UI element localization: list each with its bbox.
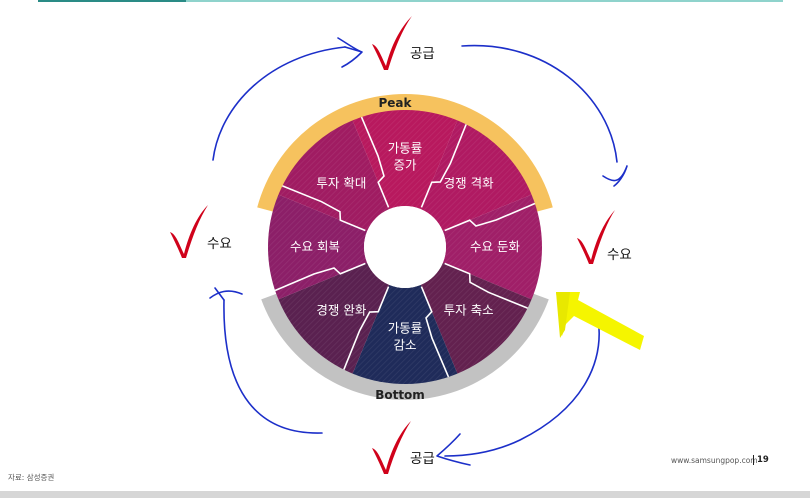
highlight-arrow [556, 292, 644, 350]
arrow-top-left [212, 46, 346, 161]
segment-label: 가동률 [388, 141, 423, 156]
top-rule-accent [38, 0, 186, 2]
segment-label: 증가 [393, 158, 417, 173]
segment-divider [282, 185, 366, 232]
segment-divider [343, 286, 390, 370]
peak-band [257, 94, 553, 213]
segment-divider [420, 124, 467, 208]
bottom-rule [0, 491, 810, 498]
check-right: 수요 [577, 210, 632, 264]
arrow-bottom-left [223, 299, 323, 434]
arrow-right-bottom [444, 317, 600, 457]
segment-label: 경쟁 격화 [444, 175, 494, 190]
segment-divider [420, 286, 450, 378]
segment-divider [274, 262, 366, 292]
peak-label: Peak [378, 96, 412, 110]
segment-label: 수요 둔화 [470, 239, 520, 254]
ring-segment-texture [352, 110, 458, 210]
segment-texture [268, 110, 542, 385]
segment-dividers [274, 116, 536, 378]
check-top-label: 공급 [410, 46, 435, 62]
ring-segment-texture [278, 120, 390, 232]
check-bottom-icon [372, 421, 411, 474]
cycle-arrows [209, 37, 628, 466]
ring-segment-texture [352, 284, 458, 385]
check-right-icon [577, 210, 615, 264]
ring-segment-texture [268, 194, 368, 300]
segment-divider [444, 202, 536, 232]
segment-label: 투자 축소 [444, 303, 494, 318]
check-left: 수요 [170, 205, 232, 258]
arrow-right-bottom-head [436, 433, 471, 466]
page-number: 19 [757, 455, 769, 465]
ring-segment-texture [278, 262, 390, 374]
ring-segment-texture [442, 194, 542, 300]
ring-segment-texture [420, 120, 532, 232]
check-left-icon [170, 205, 208, 258]
segment-label: 감소 [393, 338, 416, 353]
top-rule [38, 0, 783, 2]
segment-label: 수요 회복 [290, 239, 340, 254]
arrow-bottom-left-head [209, 287, 243, 301]
arrow-top-left-head [337, 37, 363, 68]
check-top: 공급 [372, 16, 435, 70]
check-top-icon [372, 16, 412, 70]
segment-divider [360, 116, 390, 208]
center-hole [364, 206, 446, 288]
footer-separator [753, 455, 754, 465]
check-left-label: 수요 [207, 236, 232, 252]
segment-label: 가동률 [388, 321, 423, 336]
ring-segment-texture [420, 262, 532, 374]
bottom-label: Bottom [375, 388, 425, 402]
check-bottom-label: 공급 [410, 451, 435, 467]
check-bottom: 공급 [372, 421, 435, 474]
segment-label: 경쟁 완화 [316, 303, 366, 318]
check-right-label: 수요 [607, 247, 632, 263]
segment-label: 투자 확대 [316, 175, 366, 190]
source-note: 자료: 삼성증권 [8, 473, 55, 482]
bottom-band [261, 293, 549, 400]
footer-site: www.samsungpop.com [671, 456, 758, 465]
arrow-top-right-head [602, 165, 628, 187]
segment-divider [444, 262, 528, 309]
arrow-top-right [461, 44, 618, 163]
